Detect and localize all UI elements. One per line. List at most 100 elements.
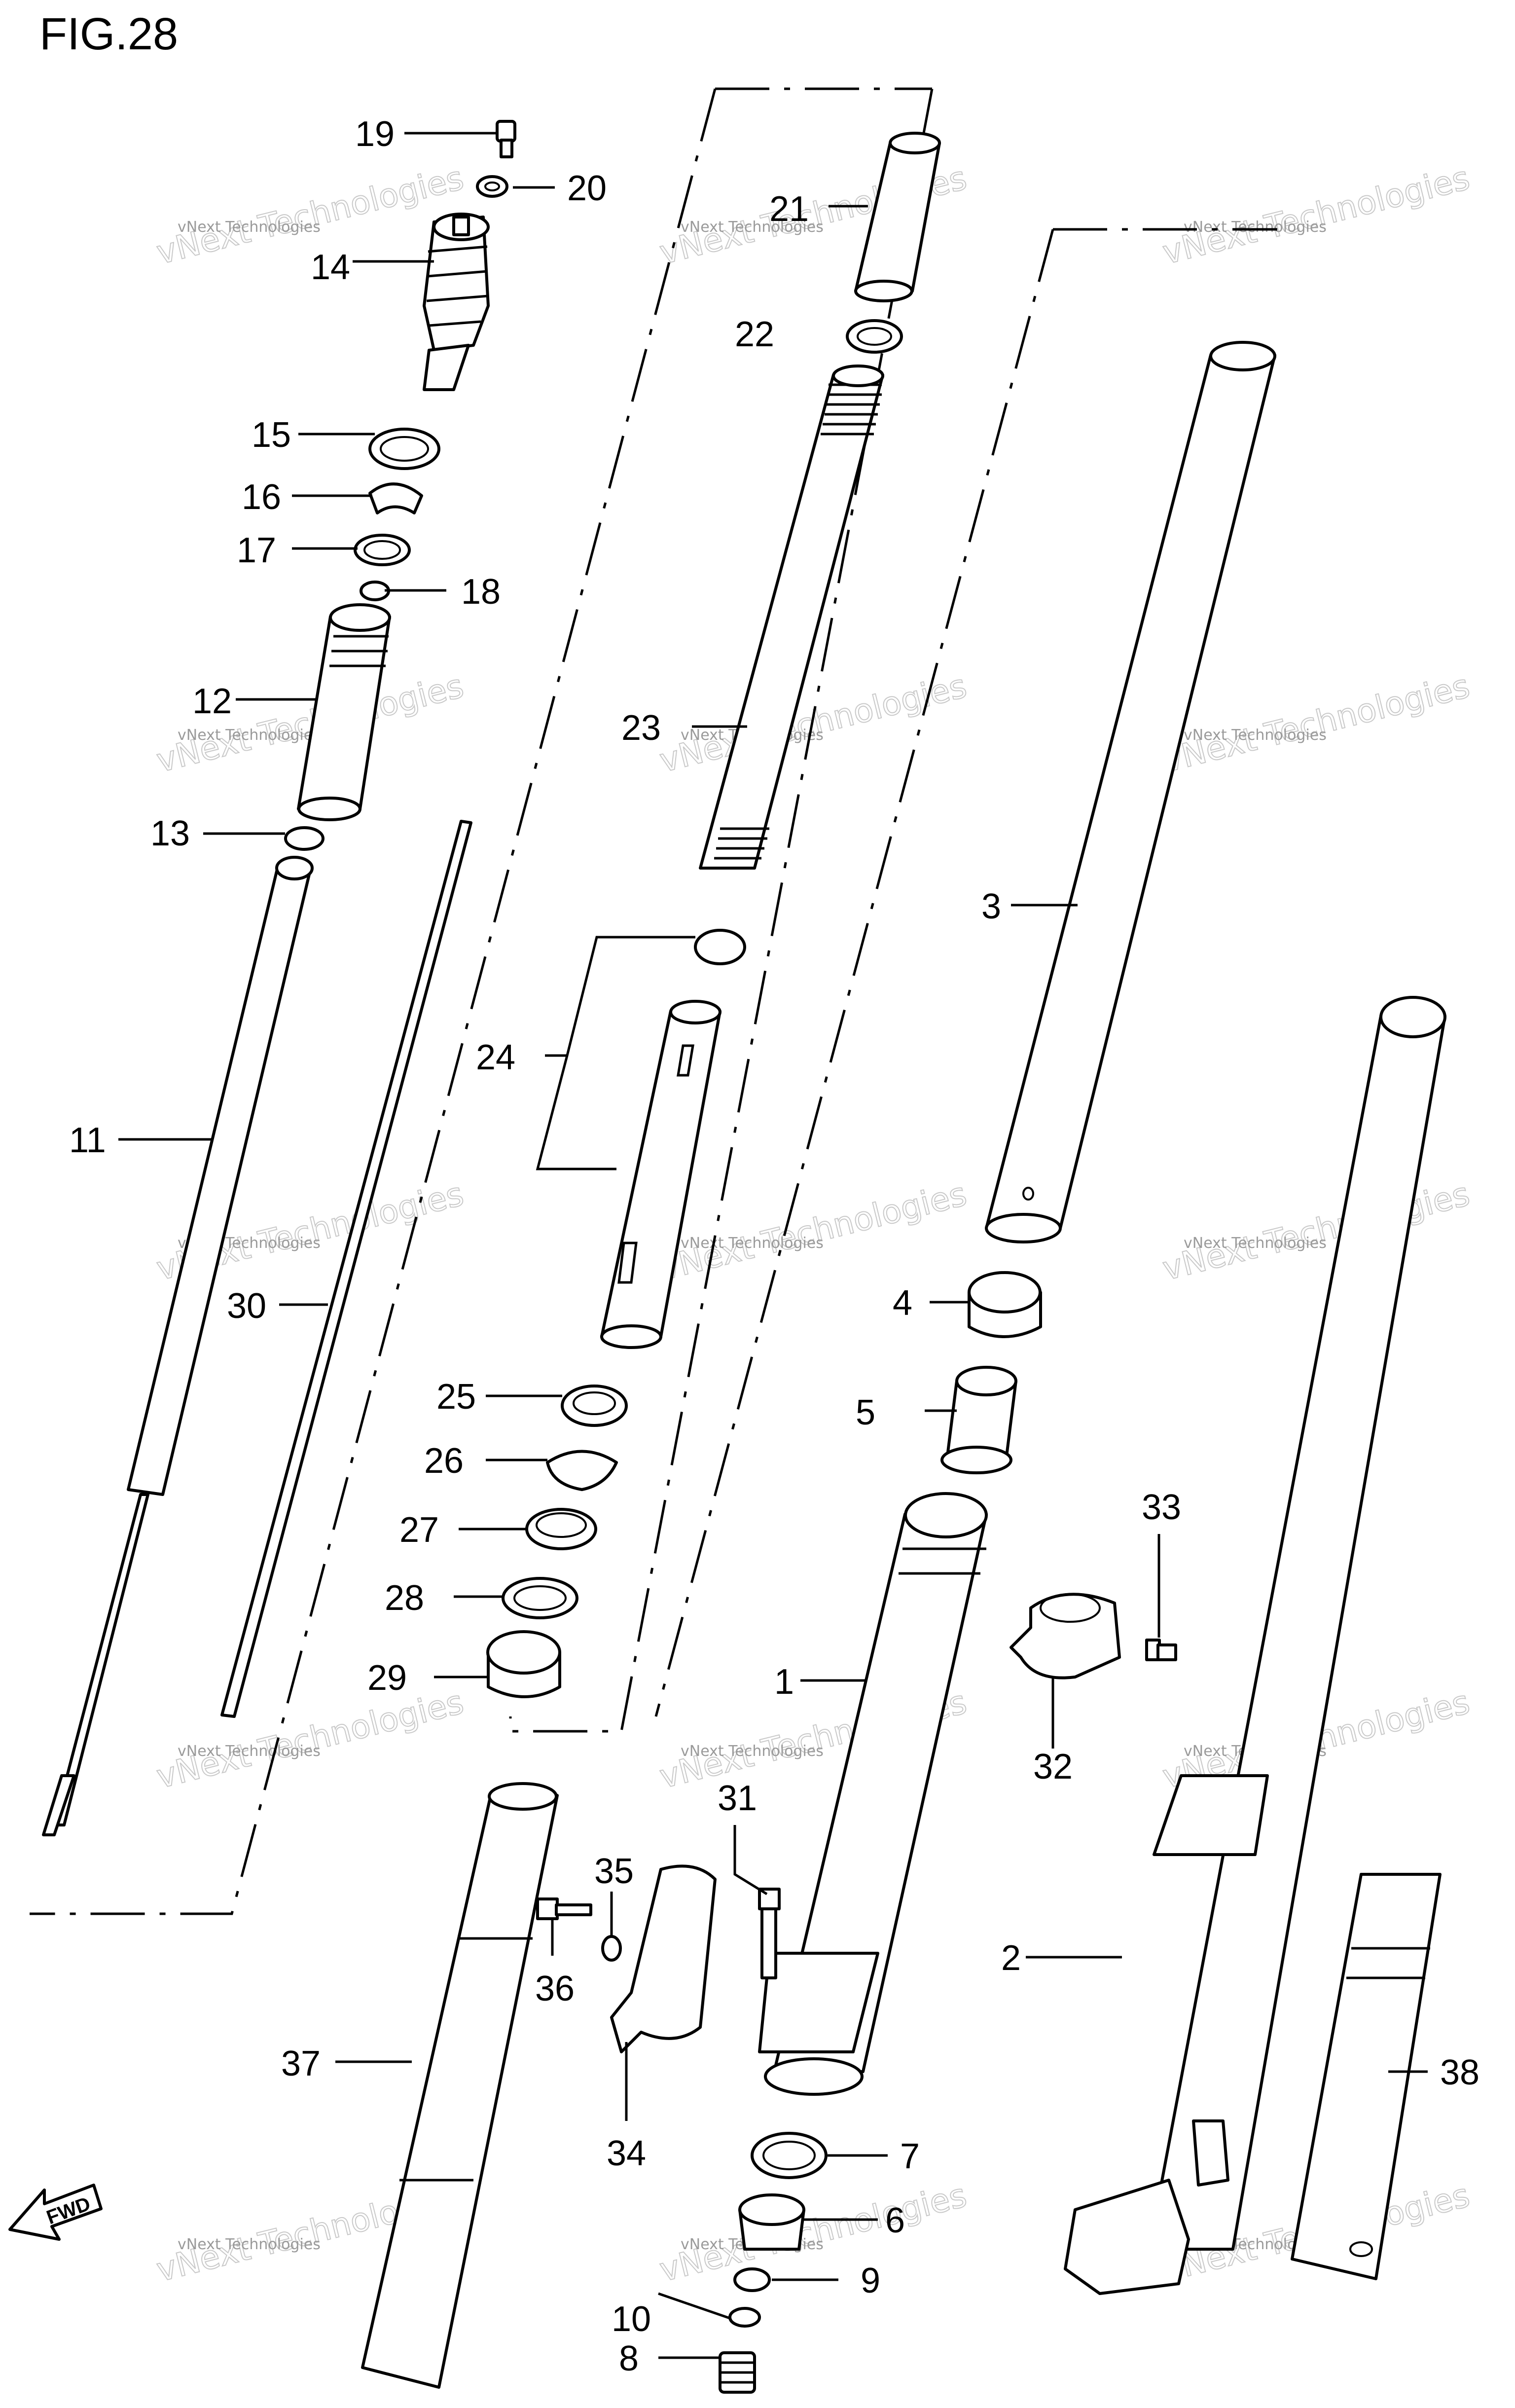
part-36-bolt — [536, 1897, 592, 1920]
part-labels: 19 20 14 15 16 17 18 12 13 11 30 21 22 2… — [69, 114, 1479, 2378]
part-26-clip — [546, 1450, 618, 1491]
part-label-18: 18 — [461, 572, 501, 612]
leader-lines — [118, 132, 1428, 2359]
assembly-outlines — [30, 87, 1277, 1915]
part-label-4: 4 — [893, 1283, 912, 1323]
part-2-fork-leg — [1064, 996, 1446, 2295]
part-label-29: 29 — [367, 1658, 407, 1698]
part-label-10: 10 — [612, 2299, 651, 2339]
part-label-21: 21 — [769, 189, 809, 229]
watermark-small-text: vNext Technologies — [681, 219, 824, 236]
watermark-small-text: vNext Technologies — [178, 2236, 321, 2253]
part-38-guard — [1291, 1873, 1442, 2280]
watermark-small-text: vNext Technologies — [178, 1743, 321, 1760]
part-24-piston — [600, 929, 746, 1349]
part-14-adjuster — [423, 213, 490, 391]
part-label-32: 32 — [1033, 1747, 1073, 1787]
part-label-25: 25 — [436, 1377, 476, 1417]
part-label-11: 11 — [69, 1121, 106, 1160]
part-31-bolt — [758, 1888, 781, 1979]
parts-drawings — [42, 120, 1446, 2394]
part-16-stopper — [368, 482, 423, 514]
part-label-5: 5 — [856, 1393, 875, 1432]
part-33-bolt — [1145, 1639, 1177, 1661]
part-30-rod — [220, 820, 472, 1718]
watermark-large-text: vNext Technologies — [1159, 667, 1473, 780]
part-21-spacer — [854, 132, 941, 302]
part-label-38: 38 — [1440, 2053, 1479, 2092]
part-10-washer — [728, 2307, 761, 2328]
part-29-bushing — [486, 1630, 561, 1698]
part-label-8: 8 — [619, 2339, 639, 2378]
part-label-27: 27 — [399, 1510, 439, 1550]
watermark-small-text: vNext Technologies — [1184, 1235, 1327, 1252]
part-32-clamp — [1010, 1593, 1121, 1679]
part-label-15: 15 — [252, 415, 291, 455]
part-18-small-ring — [360, 581, 390, 601]
part-label-19: 19 — [355, 114, 395, 154]
part-label-34: 34 — [607, 2134, 646, 2173]
watermark-large-text: vNext Technologies — [1159, 159, 1473, 272]
part-label-22: 22 — [735, 315, 774, 354]
watermark-large-text: vNext Technologies — [153, 159, 467, 272]
figure-title: FIG.28 — [39, 9, 178, 59]
part-6-cap — [738, 2193, 805, 2251]
watermark-large-text: vNext Technologies — [656, 1175, 970, 1288]
part-35-washer — [601, 1935, 622, 1962]
part-label-26: 26 — [424, 1441, 464, 1481]
part-20-washer — [476, 175, 508, 198]
watermark-large-text: vNext Technologies — [153, 1683, 467, 1796]
watermark-small-text: vNext Technologies — [1184, 219, 1327, 236]
part-17-ring — [354, 534, 411, 566]
part-label-17: 17 — [237, 531, 276, 570]
part-label-37: 37 — [281, 2044, 321, 2083]
watermark-small-text: vNext Technologies — [681, 1235, 824, 1252]
part-4-ring — [968, 1271, 1042, 1338]
watermark-large-text: vNext Technologies — [656, 2176, 970, 2289]
part-label-16: 16 — [242, 477, 281, 517]
part-label-33: 33 — [1142, 1488, 1181, 1527]
part-label-3: 3 — [981, 887, 1001, 926]
part-5-bushing — [940, 1366, 1017, 1474]
part-28-washer — [502, 1577, 578, 1619]
watermark-small-text: vNext Technologies — [178, 727, 321, 744]
part-8-drain-bolt — [719, 2351, 756, 2394]
watermark-large-text: vNext Technologies — [1159, 1175, 1473, 1288]
watermark-small-text: vNext Technologies — [681, 1743, 824, 1760]
outline-inner-tube-group — [30, 87, 934, 1915]
part-label-14: 14 — [311, 248, 350, 287]
part-23-spring — [699, 365, 884, 870]
part-label-2: 2 — [1001, 1938, 1021, 1978]
watermark-small-text: vNext Technologies — [1184, 727, 1327, 744]
part-label-13: 13 — [150, 814, 190, 853]
part-27-collar — [525, 1508, 597, 1550]
part-label-31: 31 — [718, 1779, 757, 1818]
part-label-36: 36 — [535, 1969, 575, 2008]
part-37-lower-guard — [361, 1782, 559, 2389]
part-9-gasket — [733, 2267, 771, 2292]
part-22-ring — [846, 319, 903, 354]
fwd-direction-arrow: FWD — [8, 2184, 103, 2241]
part-1-inner-tube — [758, 1492, 988, 2096]
part-15-o-ring — [368, 428, 440, 470]
part-label-20: 20 — [567, 169, 607, 208]
part-label-23: 23 — [621, 708, 661, 748]
part-label-12: 12 — [192, 682, 232, 721]
part-label-1: 1 — [774, 1662, 794, 1702]
outline-outer-tube-group — [654, 228, 1277, 1717]
part-label-6: 6 — [885, 2201, 905, 2240]
part-19-screw — [496, 120, 516, 158]
part-label-24: 24 — [476, 1038, 515, 1077]
part-label-30: 30 — [227, 1286, 266, 1326]
part-label-7: 7 — [900, 2137, 920, 2176]
part-label-35: 35 — [594, 1852, 634, 1891]
part-12-cylinder — [297, 603, 391, 821]
